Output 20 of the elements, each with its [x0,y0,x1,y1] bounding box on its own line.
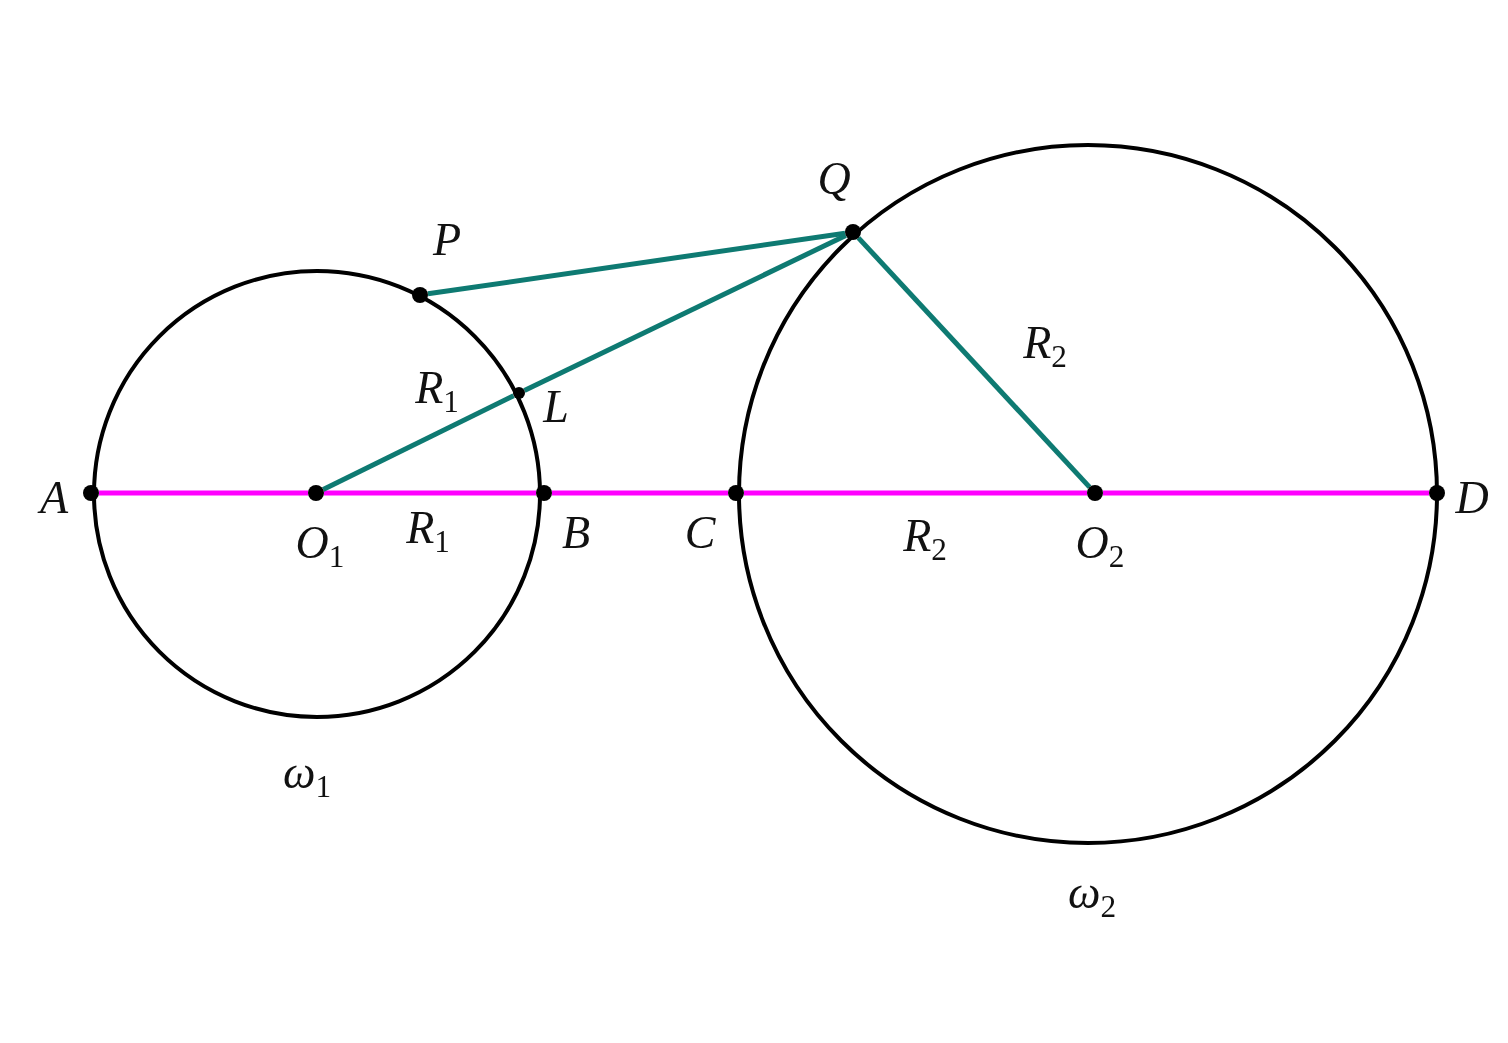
point-label: D [1455,475,1489,521]
line-segment [744,490,1087,496]
point-label: O$_{2}$ [1075,520,1125,566]
point-label: P [432,217,462,263]
point-label: B [561,510,591,556]
point-label: C [684,510,716,556]
line-segment [322,393,515,492]
line-segment [856,236,1092,489]
point-label: Q [817,156,851,202]
point-label: L [543,384,569,430]
line-segment [523,233,847,393]
circle-label: ω$_{2}$ [1067,870,1117,916]
circle-label: ω$_{1}$ [282,750,332,796]
point-label: A [39,475,69,521]
point-label: O$_{1}$ [295,520,345,566]
line-segment [1103,490,1429,496]
line-segment [552,490,728,496]
line-segment [427,230,846,297]
line-segment [324,490,536,496]
line-segment [99,490,308,496]
